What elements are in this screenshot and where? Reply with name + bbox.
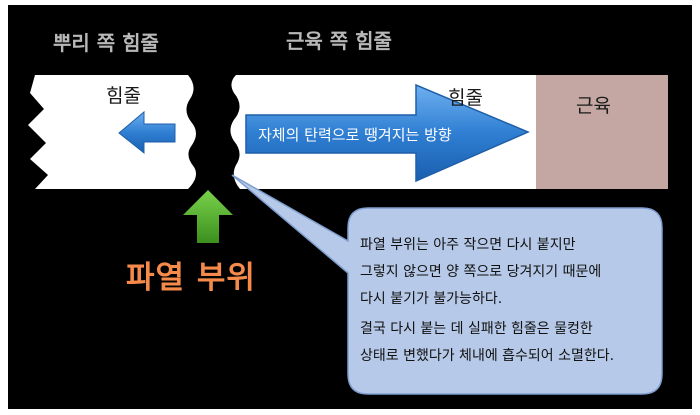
callout-line-5: 상태로 변했다가 체내에 흡수되어 소멸한다. [360,345,614,365]
diagram-canvas: 뿌리 쪽 힘줄 근육 쪽 힘줄 힘줄 힘줄 근육 자체의 탄력으로 땡겨지는 방… [8,5,692,409]
muscle-label: 근육 [576,91,611,118]
callout-line-3: 다시 붙기가 불가능하다. [360,288,502,308]
rupture-site-label: 파열 부위 [126,252,256,297]
up-arrow-icon [183,190,233,243]
muscle-side-tendon-label: 근육 쪽 힘줄 [286,25,392,54]
callout-line-4: 결국 다시 붙는 데 실패한 힘줄은 물컹한 [360,318,593,338]
recoil-arrow-text: 자체의 탄력으로 땡겨지는 방향 [258,124,452,145]
left-fragment-tendon-label: 힘줄 [106,81,141,108]
right-fragment-tendon-label: 힘줄 [448,83,483,110]
root-side-tendon-label: 뿌리 쪽 힘줄 [53,27,159,56]
callout-line-1: 파열 부위는 아주 작으면 다시 붙지만 [360,234,575,254]
callout-line-2: 그렇지 않으면 양 쪽으로 당겨지기 때문에 [360,261,601,281]
